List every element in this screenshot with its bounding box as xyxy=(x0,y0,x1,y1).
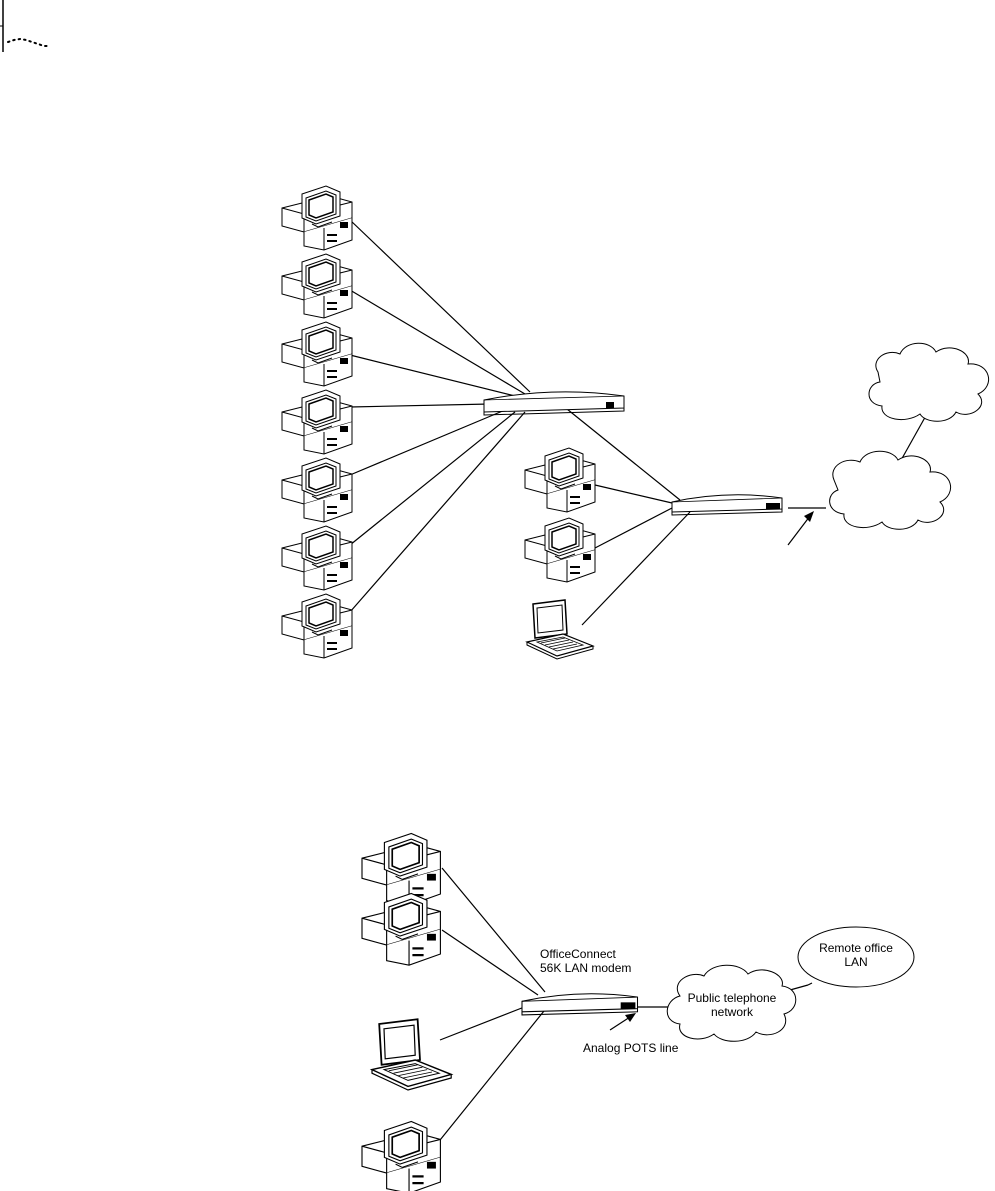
top-pc-1 xyxy=(281,185,353,251)
top-diagram xyxy=(281,185,989,660)
bottom-diagram: OfficeConnect 56K LAN modem Analog POTS … xyxy=(361,832,915,1191)
modem-label-line2: 56K LAN modem xyxy=(540,961,631,975)
bottom-pc-1 xyxy=(361,832,442,907)
top-pots-arrow xyxy=(787,511,814,546)
bottom-links xyxy=(431,867,813,1151)
top-pc-7 xyxy=(281,593,353,659)
top-cloud-upper xyxy=(868,342,989,422)
top-pc-5 xyxy=(281,457,353,523)
pots-line-label: Analog POTS line xyxy=(583,1041,679,1055)
public-network-label-line1: Public telephone xyxy=(688,991,777,1005)
modem-label: OfficeConnect 56K LAN modem xyxy=(540,947,631,975)
top-pc-6 xyxy=(281,525,353,591)
pots-line-arrow xyxy=(609,1013,636,1031)
top-pc-4 xyxy=(281,389,353,455)
remote-office-lan: Remote office LAN xyxy=(797,926,915,988)
top-modem xyxy=(671,494,783,516)
bottom-modem xyxy=(521,993,639,1016)
top-pc-2 xyxy=(281,253,353,319)
remote-office-label-line1: Remote office xyxy=(819,941,893,955)
top-pc-8 xyxy=(524,447,596,513)
top-hub xyxy=(483,391,625,416)
bottom-laptop xyxy=(371,1018,453,1091)
top-cloud-lower xyxy=(829,450,951,530)
modem-label-line1: OfficeConnect xyxy=(540,947,616,961)
bottom-pc-3 xyxy=(361,1120,442,1191)
remote-office-label-line2: LAN xyxy=(844,955,867,969)
bottom-pc-2 xyxy=(361,892,442,967)
public-network-cloud: Public telephone network xyxy=(666,964,797,1042)
page-corner-mark xyxy=(0,0,51,52)
top-hub-links xyxy=(349,219,929,626)
top-laptop xyxy=(526,599,594,660)
public-network-label-line2: network xyxy=(711,1005,754,1019)
top-pc-9 xyxy=(524,517,596,583)
top-pc-3 xyxy=(281,321,353,387)
